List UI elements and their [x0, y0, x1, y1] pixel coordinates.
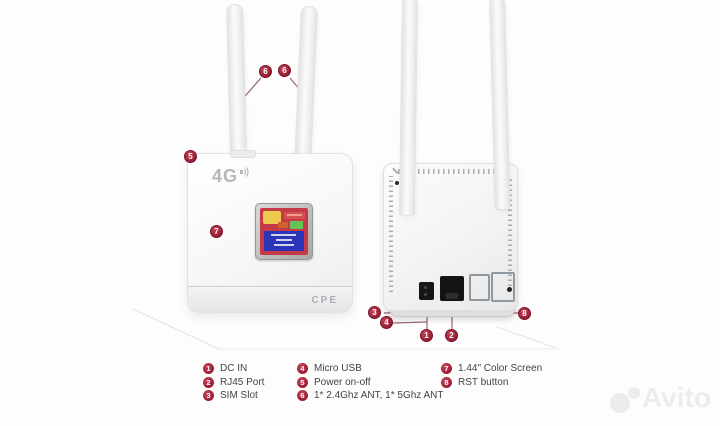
legend-label: 1* 2.4Ghz ANT, 1* 5Ghz ANT: [314, 390, 444, 402]
legend-label: RST button: [458, 376, 509, 388]
avito-logo-circle-large: [610, 393, 630, 413]
legend-number-badge: 4: [297, 363, 308, 375]
cpe-label: CPE: [311, 295, 338, 306]
back-antenna-left: [398, 0, 418, 217]
legend-item: 1 DC IN: [203, 362, 264, 376]
legend-item: 5 Power on-off: [297, 376, 444, 390]
port-cover-left: [469, 274, 490, 301]
surface-edge-line: [132, 308, 220, 350]
legend-item: 3 SIM Slot: [203, 389, 264, 403]
power-button: [230, 150, 256, 158]
legend-number-badge: 6: [297, 390, 308, 402]
front-bottom-band: CPE: [188, 287, 352, 312]
signal-icon: [240, 167, 249, 177]
legend-number-badge: 8: [441, 376, 452, 388]
legend-item: 7 1.44" Color Screen: [441, 362, 542, 376]
legend-column-3: 7 1.44" Color Screen 8 RST button: [441, 362, 542, 389]
front-antenna-left: [226, 3, 248, 159]
legend-label: DC IN: [220, 363, 248, 375]
rst-button-hole: [507, 287, 512, 292]
callout-5: 5: [184, 150, 197, 163]
4g-logo: 4G: [212, 167, 251, 185]
rj45-port: [440, 276, 464, 301]
legend-column-1: 1 DC IN 2 RJ45 Port 3 SIM Slot: [203, 362, 264, 403]
callout-2: 2: [445, 329, 458, 342]
vent-grille-right: [508, 176, 512, 286]
port-cover-right: [491, 272, 515, 302]
callout-8: 8: [518, 307, 531, 320]
avito-logo-text: Avito: [642, 382, 711, 413]
legend-number-badge: 1: [203, 363, 214, 375]
vent-grille-top: [398, 169, 503, 174]
front-antenna-right: [294, 5, 318, 160]
legend-number-badge: 7: [441, 363, 452, 375]
callout-7: 7: [210, 225, 223, 238]
callout-line-4: [392, 321, 428, 324]
legend-item: 8 RST button: [441, 376, 542, 390]
color-screen-display: [260, 208, 308, 255]
legend-label: Micro USB: [314, 363, 362, 375]
legend-item: 2 RJ45 Port: [203, 376, 264, 390]
screen-tile-orange: [277, 222, 288, 229]
callout-6a: 6: [259, 65, 272, 78]
legend-number-badge: 2: [203, 376, 214, 388]
avito-watermark: Avito: [604, 382, 716, 422]
avito-logo-circle-small: [628, 387, 640, 399]
screen-banner-red: [284, 211, 306, 219]
callout-6b: 6: [278, 64, 291, 77]
screen-panel-blue: [263, 231, 305, 251]
vent-grille-left: [389, 176, 393, 292]
4g-logo-text: 4G: [212, 166, 239, 186]
callout-4: 4: [380, 316, 393, 329]
screen-tile-yellow: [262, 210, 282, 224]
callout-3: 3: [368, 306, 381, 319]
legend-number-badge: 5: [297, 376, 308, 388]
legend-label: SIM Slot: [220, 390, 258, 402]
dc-in-port: [419, 282, 434, 300]
color-screen-bezel: [255, 203, 313, 260]
legend-label: Power on-off: [314, 376, 371, 388]
legend-item: 4 Micro USB: [297, 362, 444, 376]
legend-label: RJ45 Port: [220, 376, 265, 388]
legend-item: 6 1* 2.4Ghz ANT, 1* 5Ghz ANT: [297, 389, 444, 403]
screw-hole: [395, 181, 399, 185]
screen-tile-green: [289, 221, 303, 229]
front-seam-line: [188, 286, 352, 287]
legend-number-badge: 3: [203, 390, 214, 402]
callout-1: 1: [420, 329, 433, 342]
surface-edge-line: [496, 326, 557, 349]
legend-label: 1.44" Color Screen: [458, 363, 543, 375]
legend-column-2: 4 Micro USB 5 Power on-off 6 1* 2.4Ghz A…: [297, 362, 444, 403]
